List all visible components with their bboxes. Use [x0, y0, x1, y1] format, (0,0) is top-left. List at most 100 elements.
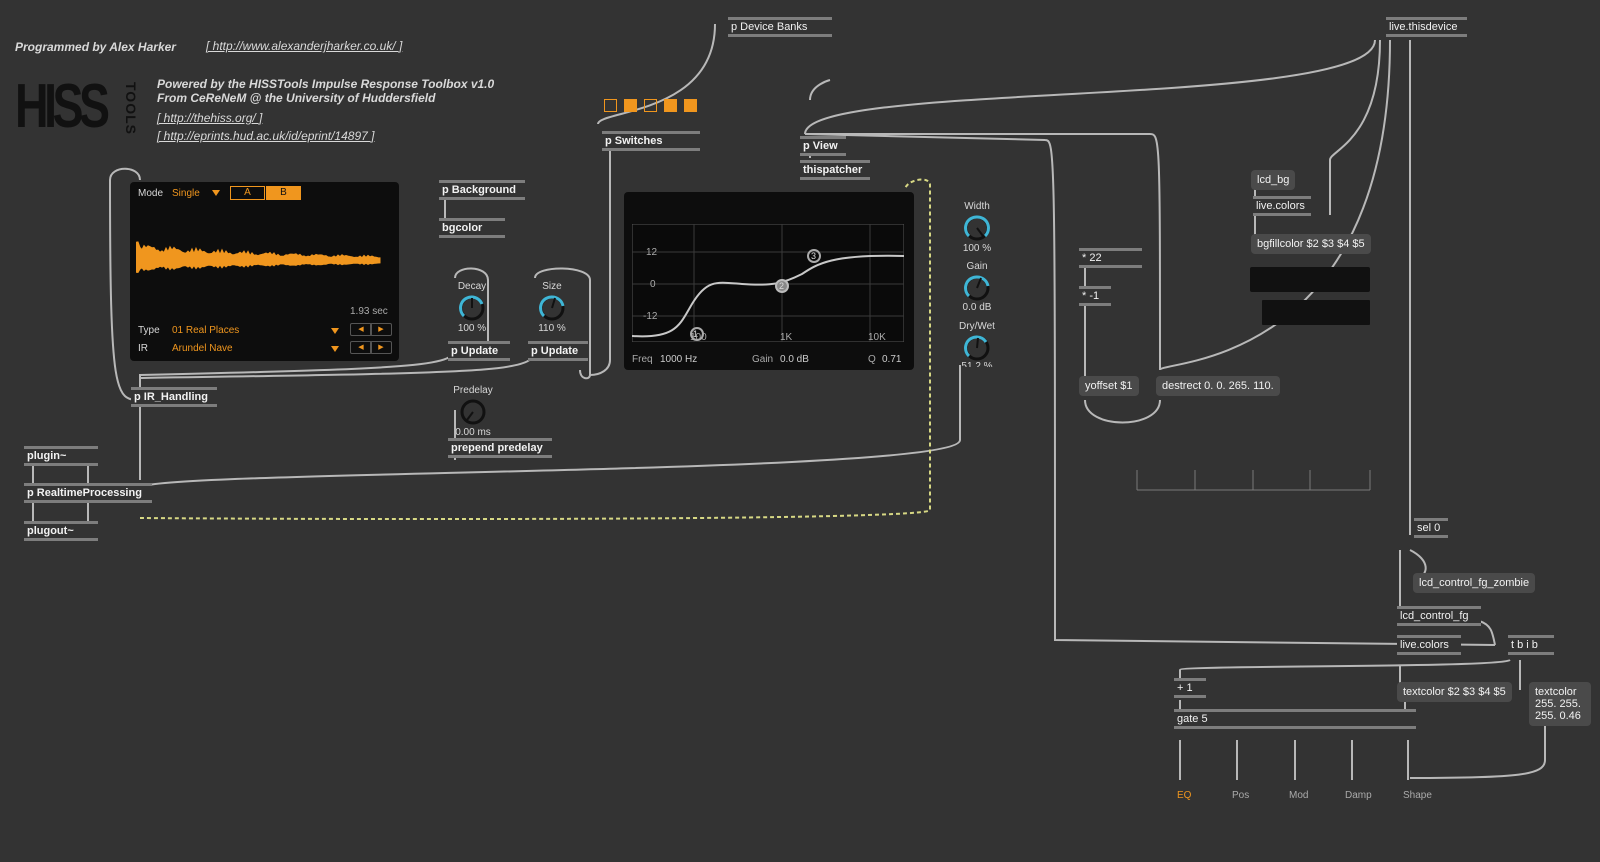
type-value[interactable]: 01 Real Places [172, 325, 240, 336]
size-label: Size [542, 281, 562, 292]
plugin[interactable]: plugin~ [24, 446, 98, 466]
tab-eq[interactable]: EQ [1177, 790, 1192, 801]
destrect-message[interactable]: destrect 0. 0. 265. 110. [1156, 376, 1280, 396]
credit-text: Programmed by Alex Harker [15, 40, 176, 54]
gain-value: 0.0 dB [962, 302, 992, 313]
eq-gain-value[interactable]: 0.0 dB [780, 354, 809, 365]
ir-next-button[interactable]: ▶ [370, 341, 392, 354]
p-background[interactable]: p Background [439, 180, 525, 200]
eq-x-10k: 10K [868, 332, 886, 343]
hiss-link[interactable]: [ http://thehiss.org/ ] [157, 111, 263, 125]
tab-pos[interactable]: Pos [1232, 790, 1250, 801]
eq-x-1k: 1K [780, 332, 793, 343]
mode-value[interactable]: Single [172, 188, 200, 199]
bgcolor[interactable]: bgcolor [439, 218, 505, 238]
a-button[interactable]: A [230, 186, 265, 200]
live-colors-fg[interactable]: live.colors [1397, 635, 1461, 655]
lcd-bg[interactable]: lcd_bg [1251, 170, 1296, 190]
mul-22[interactable]: * 22 [1079, 248, 1142, 268]
eq-freq-label: Freq [632, 354, 653, 365]
b-button[interactable]: B [266, 186, 301, 200]
eprints-link[interactable]: [ http://eprints.hud.ac.uk/id/eprint/148… [157, 129, 375, 143]
ir-dropdown-icon[interactable] [331, 346, 339, 352]
p-realtime-processing[interactable]: p RealtimeProcessing [24, 483, 152, 503]
size-value: 110 % [538, 323, 566, 334]
gain-dial[interactable] [963, 274, 991, 302]
sel-0[interactable]: sel 0 [1414, 518, 1448, 538]
switch-2[interactable] [624, 99, 637, 112]
p-ir-handling[interactable]: p IR_Handling [131, 387, 217, 407]
plugout[interactable]: plugout~ [24, 521, 98, 541]
eq-freq-value[interactable]: 1000 Hz [660, 354, 698, 365]
thispatcher[interactable]: thispatcher [800, 160, 870, 180]
drywet-value: 51.2 % [961, 361, 993, 367]
type-dropdown-icon[interactable] [331, 328, 339, 334]
bgfillcolor-message[interactable]: bgfillcolor $2 $3 $4 $5 [1251, 234, 1371, 254]
live-colors-bg[interactable]: live.colors [1253, 196, 1311, 216]
mul-neg1[interactable]: * -1 [1079, 286, 1111, 306]
width-label: Width [964, 201, 990, 212]
ir-value[interactable]: Arundel Nave [172, 343, 233, 354]
predelay-dial[interactable] [459, 398, 487, 426]
eq-point-2[interactable]: 2 [779, 281, 785, 291]
tab-damp[interactable]: Damp [1345, 790, 1372, 801]
ir-label: IR [138, 343, 148, 354]
p-device-banks[interactable]: p Device Banks [728, 17, 832, 37]
logo-side: TOOLS [123, 82, 139, 135]
p-switches[interactable]: p Switches [602, 131, 700, 151]
width-value: 100 % [962, 243, 992, 254]
live-thisdevice[interactable]: live.thisdevice [1386, 17, 1467, 37]
tab-mod[interactable]: Mod [1289, 790, 1309, 801]
lcd-background-panel [1250, 267, 1370, 292]
lcd-control-fg-zombie[interactable]: lcd_control_fg_zombie [1413, 573, 1536, 593]
type-next-button[interactable]: ▶ [370, 323, 392, 336]
textcolor-value-message[interactable]: textcolor 255. 255. 255. 0.46 [1529, 682, 1591, 726]
drywet-dial[interactable] [963, 334, 991, 362]
eq-y-neg12: -12 [643, 311, 658, 322]
eq-graph[interactable] [632, 224, 904, 342]
ir-prev-button[interactable]: ◀ [350, 341, 372, 354]
eq-gain-label: Gain [752, 354, 774, 365]
prepend-predelay[interactable]: prepend predelay [448, 438, 552, 458]
decay-label: Decay [457, 281, 487, 292]
switch-4[interactable] [664, 99, 677, 112]
eq-x-100: 100 [690, 332, 707, 343]
decay-value: 100 % [457, 323, 487, 334]
eq-point-3[interactable]: 3 [811, 251, 817, 261]
p-update-size[interactable]: p Update [528, 341, 588, 361]
p-update-decay[interactable]: p Update [448, 341, 510, 361]
predelay-label: Predelay [453, 385, 493, 396]
logo-main: HISS [15, 72, 110, 141]
switch-3[interactable] [644, 99, 657, 112]
p-view[interactable]: p View [800, 136, 846, 156]
textcolor-message[interactable]: textcolor $2 $3 $4 $5 [1397, 682, 1512, 702]
powered-by-text: Powered by the HISSTools Impulse Respons… [157, 77, 495, 91]
type-prev-button[interactable]: ◀ [350, 323, 372, 336]
lcd-control-fg[interactable]: lcd_control_fg [1397, 606, 1481, 626]
mode-dropdown-icon[interactable] [212, 190, 220, 196]
eq-point-1[interactable]: 1 [693, 329, 699, 339]
eq-y-0: 0 [650, 279, 656, 290]
credit-link[interactable]: [ http://www.alexanderjharker.co.uk/ ] [206, 39, 403, 53]
ir-waveform [136, 241, 381, 274]
ir-duration: 1.93 sec [350, 306, 388, 317]
eq-q-label: Q [868, 354, 876, 365]
ir-panel: Mode Single A B 1.93 sec Type 01 Real Pl… [130, 182, 399, 361]
decay-dial[interactable] [458, 294, 486, 322]
plus-1[interactable]: + 1 [1174, 678, 1206, 698]
eq-panel: 1 2 3 12 0 -12 100 1K 10K Freq 1000 Hz G… [624, 192, 914, 370]
lcd-foreground-panel [1262, 300, 1370, 325]
eq-q-value[interactable]: 0.71 [882, 354, 902, 365]
hisstools-logo: HISS TOOLS [15, 76, 140, 144]
gate-5[interactable]: gate 5 [1174, 709, 1416, 729]
tab-shape[interactable]: Shape [1403, 790, 1432, 801]
size-dial[interactable] [538, 294, 566, 322]
switch-5[interactable] [684, 99, 697, 112]
eq-y-12: 12 [646, 247, 658, 258]
switch-1[interactable] [604, 99, 617, 112]
yoffset-message[interactable]: yoffset $1 [1079, 376, 1139, 396]
gain-label: Gain [966, 261, 988, 272]
width-dial[interactable] [963, 214, 991, 242]
type-label: Type [138, 325, 160, 336]
t-b-i-b[interactable]: t b i b [1508, 635, 1554, 655]
